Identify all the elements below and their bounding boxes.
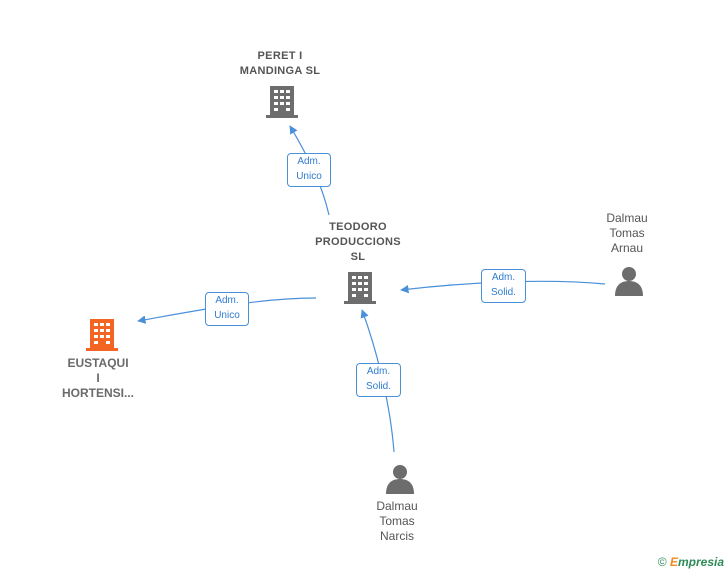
node-label-narcis[interactable]: Dalmau Tomas Narcis [376,499,418,543]
person-icon [386,465,414,494]
footer-brand: © Empresia [658,555,724,569]
node-label-arnau[interactable]: Dalmau Tomas Arnau [606,211,648,255]
node-label-peret[interactable]: PERET I MANDINGA SL [239,50,321,77]
edge-badge-teodoro-peret[interactable]: Adm. Unico [287,153,331,187]
building-icon [266,86,298,118]
person-icon [615,267,643,296]
brand-logo-initial: E [669,555,678,569]
brand-logo-text: mpresia [677,555,724,569]
edge-badge-teodoro-eustaqui[interactable]: Adm. Unico [205,292,249,326]
edge-badge-narcis-teodoro[interactable]: Adm. Solid. [356,363,401,397]
copyright-symbol: © [657,555,667,569]
node-label-teodoro[interactable]: TEODORO PRODUCCIONS SL [315,221,401,263]
building-icon [344,272,376,304]
node-label-eustaqui[interactable]: EUSTAQUI I HORTENSI... [61,356,134,400]
edge-badge-arnau-teodoro[interactable]: Adm. Solid. [481,269,526,303]
building-icon-highlight [86,319,118,351]
